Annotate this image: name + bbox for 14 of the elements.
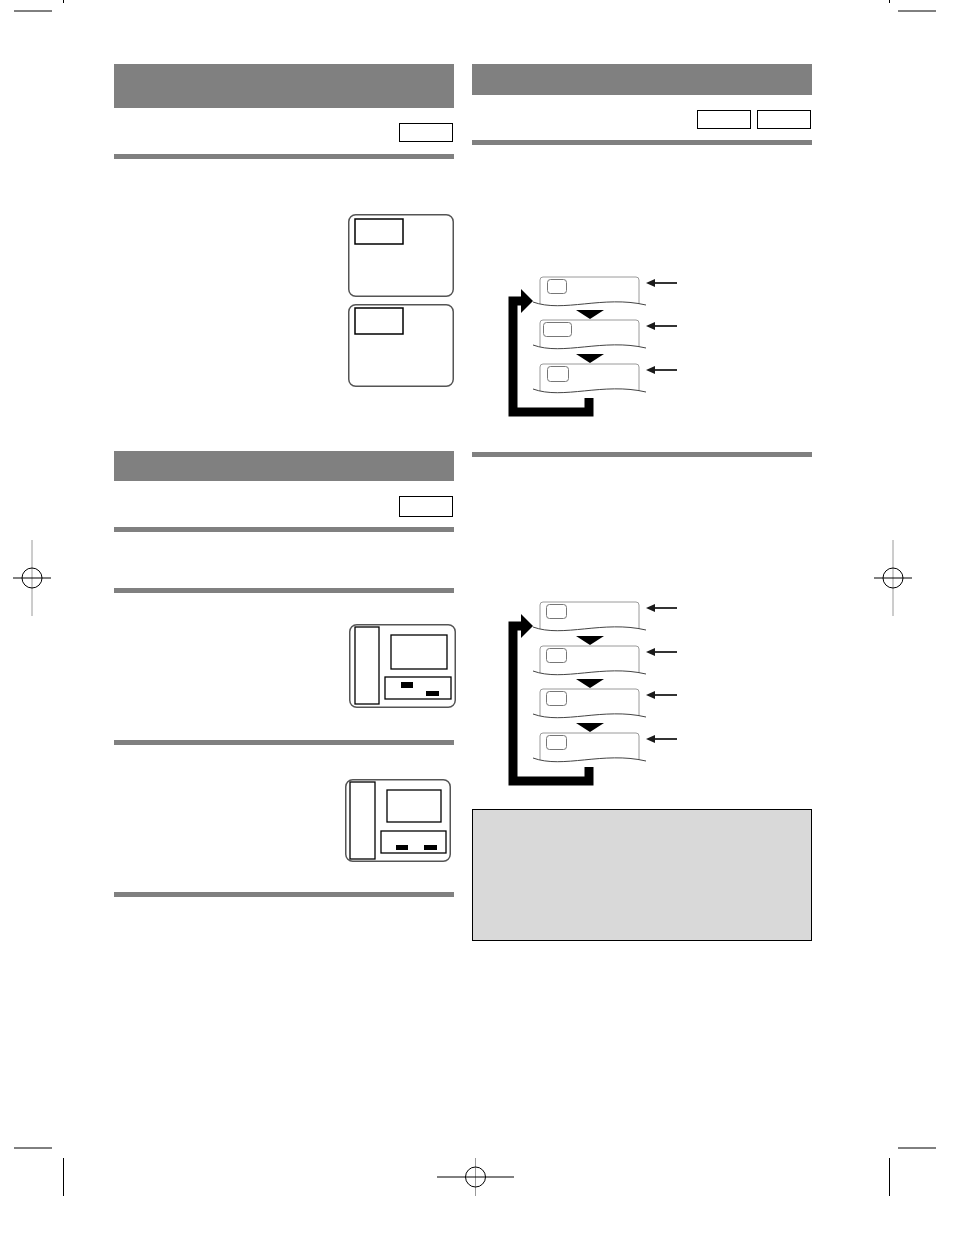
leader-arrow (646, 322, 678, 330)
return-arrow (508, 289, 594, 417)
down-arrow (576, 722, 604, 732)
down-arrow (576, 635, 604, 645)
leader-arrow (646, 691, 678, 699)
return-arrow (508, 614, 594, 786)
down-arrow (576, 679, 604, 688)
down-arrow (576, 310, 604, 319)
leader-arrow (646, 648, 678, 656)
leader-arrow (646, 279, 678, 287)
down-arrow (576, 353, 604, 363)
leader-arrow (646, 366, 678, 374)
leader-arrow (646, 735, 678, 743)
leader-arrow (646, 604, 678, 612)
